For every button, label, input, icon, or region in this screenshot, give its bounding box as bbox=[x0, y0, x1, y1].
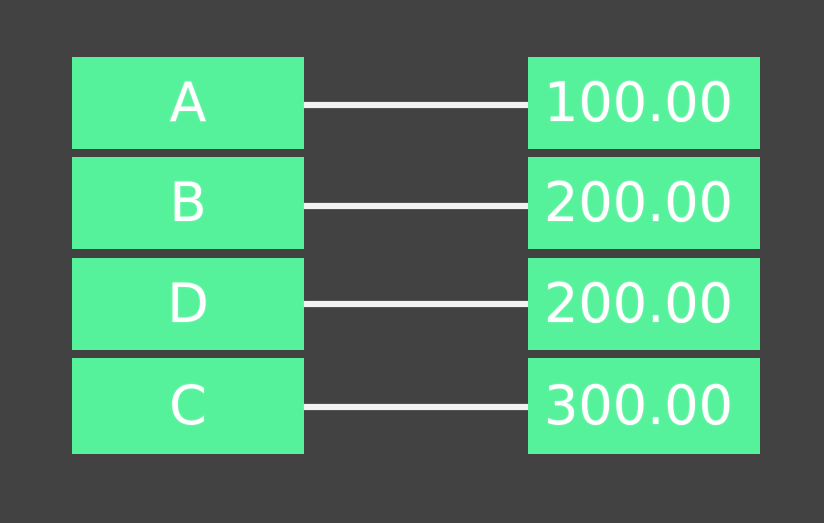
sankey-node-target-1[interactable]: 200.00 bbox=[528, 157, 760, 249]
sankey-node-target-2[interactable]: 200.00 bbox=[528, 258, 760, 350]
sankey-node-source-3[interactable]: C bbox=[72, 358, 304, 454]
sankey-node-value-label: 100.00 bbox=[544, 71, 733, 134]
sankey-node-label: A bbox=[169, 71, 207, 134]
sankey-node-source-2[interactable]: D bbox=[72, 258, 304, 350]
sankey-node-label: B bbox=[169, 171, 207, 234]
sankey-node-value-label: 300.00 bbox=[544, 374, 733, 437]
sankey-link-a-to-100[interactable] bbox=[304, 102, 528, 108]
sankey-node-source-1[interactable]: B bbox=[72, 157, 304, 249]
sankey-node-value-label: 200.00 bbox=[544, 171, 733, 234]
sankey-node-value-label: 200.00 bbox=[544, 272, 733, 335]
sankey-node-target-3[interactable]: 300.00 bbox=[528, 358, 760, 454]
sankey-node-target-0[interactable]: 100.00 bbox=[528, 57, 760, 149]
sankey-link-c-to-300[interactable] bbox=[304, 404, 528, 410]
sankey-link-b-to-200[interactable] bbox=[304, 203, 528, 209]
sankey-node-source-0[interactable]: A bbox=[72, 57, 304, 149]
sankey-node-label: D bbox=[167, 272, 209, 335]
sankey-link-d-to-200[interactable] bbox=[304, 301, 528, 307]
sankey-node-label: C bbox=[169, 374, 207, 437]
